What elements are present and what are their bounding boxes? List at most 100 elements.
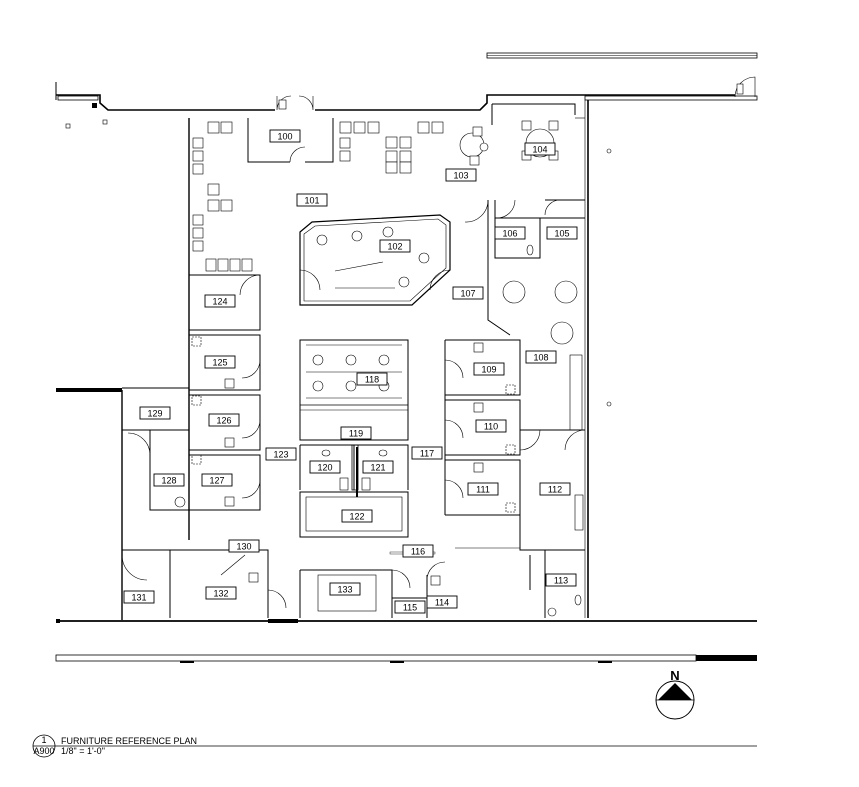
- room-number: 132: [213, 589, 228, 599]
- room-tag-box: [494, 226, 526, 240]
- room-number: 126: [216, 416, 231, 426]
- room-tag-119: 119: [340, 426, 372, 440]
- room-tag-box: [402, 544, 434, 558]
- room-number: 101: [304, 196, 319, 206]
- room-tag-box: [445, 168, 477, 182]
- room-number: 117: [420, 449, 434, 459]
- room-tag-box: [228, 539, 260, 553]
- room-tag-box: [394, 600, 426, 614]
- room-tag-118: 118: [356, 372, 388, 386]
- room-tag-101: 101: [296, 193, 328, 207]
- room-tag-box: [341, 509, 373, 523]
- room-tag-box: [208, 413, 240, 427]
- room-tag-box: [452, 286, 484, 300]
- room-number: 100: [277, 132, 292, 142]
- room-tag-box: [204, 355, 236, 369]
- room-tag-112: 112: [539, 482, 571, 496]
- room-tag-box: [525, 350, 557, 364]
- room-tag-124: 124: [204, 294, 236, 308]
- furniture: [174, 120, 612, 617]
- room-tag-126: 126: [208, 413, 240, 427]
- room-tag-box: [411, 446, 443, 460]
- room-tag-111: 111: [467, 482, 499, 496]
- room-tag-box: [296, 193, 328, 207]
- room-tag-box: [539, 482, 571, 496]
- room-number: 121: [370, 463, 385, 473]
- drawing-scale: 1/8" = 1'-0": [61, 746, 105, 756]
- room-number: 125: [212, 358, 227, 368]
- room-number: 108: [533, 353, 548, 363]
- drawing-title: FURNITURE REFERENCE PLAN: [61, 736, 197, 746]
- room-tag-104: 104: [524, 142, 556, 156]
- room-tag-box: [153, 473, 185, 487]
- room-tag-130: 130: [228, 539, 260, 553]
- room-tag-113: 113: [545, 573, 577, 587]
- room-tag-123: 123: [265, 447, 297, 461]
- title-block: 1 A900 FURNITURE REFERENCE PLAN 1/8" = 1…: [32, 734, 757, 758]
- room-tag-120: 120: [309, 460, 341, 474]
- room-number: 111: [476, 485, 490, 495]
- room-tag-box: [524, 142, 556, 156]
- room-tag-box: [309, 460, 341, 474]
- room-number: 122: [349, 512, 364, 522]
- room-number: 131: [131, 593, 146, 603]
- sheet-number: A900: [33, 746, 54, 756]
- detail-number: 1: [41, 735, 46, 745]
- room-number: 102: [387, 242, 402, 252]
- room-number: 119: [349, 429, 363, 439]
- room-tag-117: 117: [411, 446, 443, 460]
- room-number: 124: [212, 297, 227, 307]
- room-tag-box: [546, 226, 578, 240]
- room-number: 116: [411, 547, 425, 557]
- room-tag-box: [379, 239, 411, 253]
- room-tag-box: [340, 426, 372, 440]
- room-tag-105: 105: [546, 226, 578, 240]
- room-tag-box: [473, 362, 505, 376]
- room-tag-box: [426, 595, 458, 609]
- room-tag-box: [467, 482, 499, 496]
- room-tag-127: 127: [201, 473, 233, 487]
- north-arrow-icon: N: [655, 668, 695, 720]
- walls: [55, 52, 758, 663]
- room-tag-box: [201, 473, 233, 487]
- room-tag-box: [362, 460, 394, 474]
- room-number: 114: [435, 598, 449, 608]
- room-tag-110: 110: [475, 419, 507, 433]
- room-number: 103: [453, 171, 468, 181]
- room-tag-114: 114: [426, 595, 458, 609]
- room-tag-102: 102: [379, 239, 411, 253]
- room-number: 133: [337, 585, 352, 595]
- room-number: 109: [481, 365, 496, 375]
- room-number: 104: [532, 145, 547, 155]
- room-tag-108: 108: [525, 350, 557, 364]
- room-tag-box: [265, 447, 297, 461]
- room-tag-132: 132: [205, 586, 237, 600]
- room-tag-129: 129: [139, 406, 171, 420]
- room-tag-116: 116: [402, 544, 434, 558]
- room-tag-100: 100: [269, 129, 301, 143]
- room-tag-109: 109: [473, 362, 505, 376]
- room-tag-125: 125: [204, 355, 236, 369]
- room-tag-133: 133: [329, 582, 361, 596]
- room-tag-107: 107: [452, 286, 484, 300]
- room-number: 113: [554, 576, 568, 586]
- room-number: 130: [236, 542, 251, 552]
- room-tag-box: [356, 372, 388, 386]
- north-label: N: [670, 668, 679, 683]
- room-tag-115: 115: [394, 600, 426, 614]
- room-number: 112: [548, 485, 562, 495]
- room-number: 123: [273, 450, 288, 460]
- room-tag-box: [269, 129, 301, 143]
- room-number: 127: [209, 476, 224, 486]
- room-tag-131: 131: [123, 590, 155, 604]
- room-tag-box: [205, 586, 237, 600]
- room-number: 128: [161, 476, 176, 486]
- room-tag-box: [329, 582, 361, 596]
- room-number: 115: [403, 603, 417, 613]
- room-tag-121: 121: [362, 460, 394, 474]
- room-tag-box: [123, 590, 155, 604]
- room-tag-box: [139, 406, 171, 420]
- room-number: 120: [317, 463, 332, 473]
- room-number: 129: [147, 409, 162, 419]
